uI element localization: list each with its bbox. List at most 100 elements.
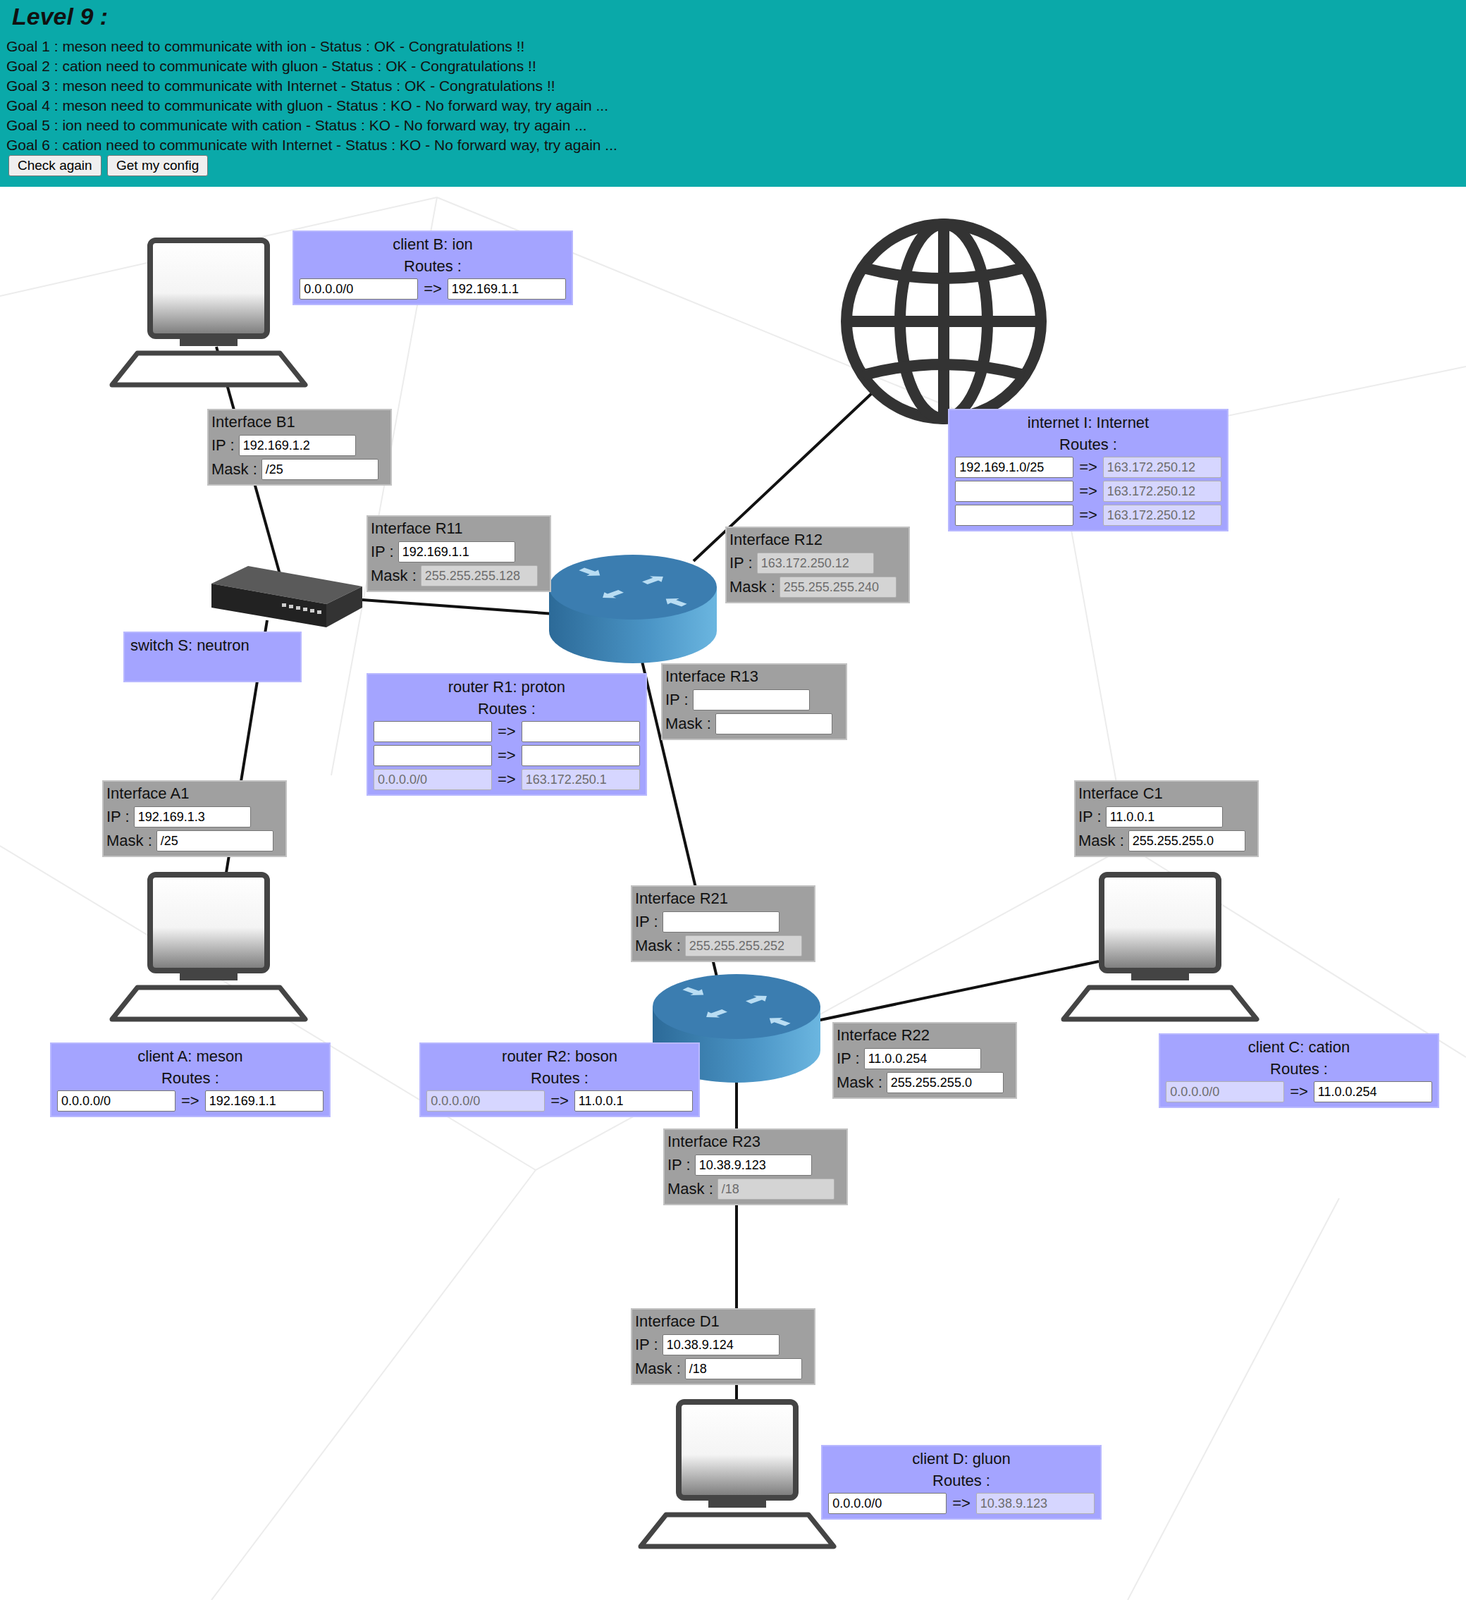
info-box: client C: cationRoutes :0.0.0.0/0=>11.0.…	[1158, 1033, 1440, 1108]
row: Mask :255.255.255.0	[1078, 830, 1252, 852]
field-label: Routes :	[1059, 435, 1118, 454]
row: IP :163.172.250.12	[729, 552, 903, 574]
box-title: client D: gluon	[912, 1449, 1010, 1469]
row: Interface R12	[729, 530, 903, 550]
field-label: =>	[497, 770, 516, 789]
row: Mask :/18	[635, 1358, 809, 1380]
interface-panel: Interface A1IP :192.169.1.3Mask :/25	[102, 780, 287, 858]
row: 0.0.0.0/0=>10.38.9.123	[828, 1492, 1095, 1514]
field-label: Mask :	[211, 460, 258, 479]
box-title: Interface B1	[211, 412, 296, 433]
box-title: client B: ion	[392, 234, 473, 255]
goal-line: Goal 6 : cation need to communicate with…	[6, 135, 618, 156]
button: Check again	[8, 155, 102, 177]
field-label: IP :	[106, 807, 130, 827]
field-label: =>	[181, 1091, 200, 1111]
field-label: IP :	[211, 436, 235, 455]
row: Mask :/25	[106, 830, 280, 852]
row: Interface A1	[106, 783, 280, 804]
box-title: Interface R23	[667, 1131, 761, 1152]
row: Interface R21	[635, 888, 809, 909]
row: router R2: boson	[426, 1046, 693, 1067]
row: Interface R13	[665, 666, 841, 687]
row: internet I: Internet	[955, 413, 1222, 433]
field-label: Mask :	[635, 1359, 681, 1378]
row: =>163.172.250.12	[955, 480, 1222, 502]
box-title: Interface R21	[635, 888, 729, 909]
row: client D: gluon	[828, 1449, 1095, 1469]
interface-panel: Interface C1IP :11.0.0.1Mask :255.255.25…	[1074, 780, 1259, 858]
row: Mask :255.255.255.128	[370, 565, 545, 587]
box-title: Interface A1	[106, 783, 189, 804]
field-value: 255.255.255.0	[1128, 830, 1246, 852]
row: Routes :	[373, 699, 640, 719]
field-value: 10.38.9.123	[694, 1154, 812, 1176]
interface-panel: Interface R21 IP : Mask :255.255.255.252	[630, 885, 816, 963]
field-value: /18	[685, 1358, 803, 1380]
empty-field	[692, 689, 810, 711]
field-value: 0.0.0.0/0	[299, 278, 418, 300]
box-title: Interface R12	[729, 530, 823, 550]
interface-panel: Interface R13 IP : Mask :	[661, 663, 848, 741]
field-value: 0.0.0.0/0	[828, 1492, 947, 1514]
button: Get my config	[107, 155, 208, 177]
row: Routes :	[955, 435, 1222, 454]
field-label: Mask :	[635, 936, 681, 956]
box-title: switch S: neutron	[130, 635, 250, 656]
field-label: =>	[1289, 1082, 1309, 1101]
row: IP :	[635, 911, 809, 933]
field-label: Routes :	[161, 1069, 220, 1088]
row: IP :11.0.0.1	[1078, 806, 1252, 828]
row: Routes :	[828, 1471, 1095, 1490]
info-box: client A: mesonRoutes : 0.0.0.0/0=>192.16…	[50, 1042, 331, 1118]
wire	[362, 599, 564, 615]
box-title: client A: meson	[137, 1046, 243, 1067]
row: Routes :	[1165, 1060, 1433, 1079]
field-label: =>	[497, 746, 516, 765]
field-value: 0.0.0.0/0	[57, 1090, 176, 1112]
internet-globe	[846, 224, 1042, 419]
interface-panel: Interface R11IP :192.169.1.1Mask :255.25…	[366, 515, 552, 593]
field-value: /18	[717, 1178, 835, 1200]
field-label: IP :	[635, 912, 659, 932]
button-label: Get my config	[116, 157, 199, 173]
empty-field	[662, 911, 780, 933]
row: Interface B1	[211, 412, 385, 433]
goal-line: Goal 2 : cation need to communicate with…	[6, 56, 618, 77]
field-label: Mask :	[836, 1073, 883, 1092]
field-value: 0.0.0.0/0	[1165, 1081, 1285, 1103]
row: 0.0.0.0/0=>192.169.1.1	[57, 1090, 324, 1112]
row: Interface C1	[1078, 783, 1252, 804]
field-value: 255.255.255.128	[420, 565, 538, 587]
field-label: IP :	[1078, 807, 1102, 827]
row: router R1: proton	[373, 677, 640, 698]
row: Mask :255.255.255.0	[836, 1072, 1010, 1094]
field-value: 255.255.255.252	[685, 935, 803, 957]
info-box: router R1: protonRoutes :=>=>0.0.0.0/0=>…	[366, 673, 648, 796]
field-label: =>	[1079, 458, 1098, 477]
page-title: Level 9 :	[11, 2, 108, 31]
field-value: 11.0.0.254	[864, 1048, 982, 1070]
field-label: IP :	[665, 690, 689, 710]
field-label: Mask :	[665, 714, 712, 733]
field-label: IP :	[667, 1155, 691, 1175]
field-label: Mask :	[370, 566, 417, 585]
row: Mask :/25	[211, 458, 385, 480]
field-value: 163.172.250.12	[1103, 456, 1222, 478]
row: =>	[373, 744, 640, 767]
row: Mask :	[665, 713, 841, 735]
field-value: 10.38.9.123	[976, 1492, 1095, 1514]
row: Interface R22	[836, 1025, 1010, 1046]
row: IP :192.169.1.3	[106, 806, 280, 828]
goal-list: Goal 1 : meson need to communicate with …	[6, 36, 618, 156]
field-label: IP :	[370, 542, 394, 562]
box-title: router R2: boson	[501, 1046, 618, 1067]
field-label: Mask :	[729, 577, 776, 597]
field-value: 255.255.255.240	[779, 576, 897, 598]
row: 0.0.0.0/0=>11.0.0.1	[426, 1090, 693, 1112]
box-title: Interface R13	[665, 666, 759, 687]
row: 0.0.0.0/0=>11.0.0.254	[1165, 1081, 1433, 1103]
field-value: /25	[156, 830, 274, 852]
field-label: =>	[497, 722, 516, 741]
box-title: Interface D1	[635, 1311, 720, 1332]
